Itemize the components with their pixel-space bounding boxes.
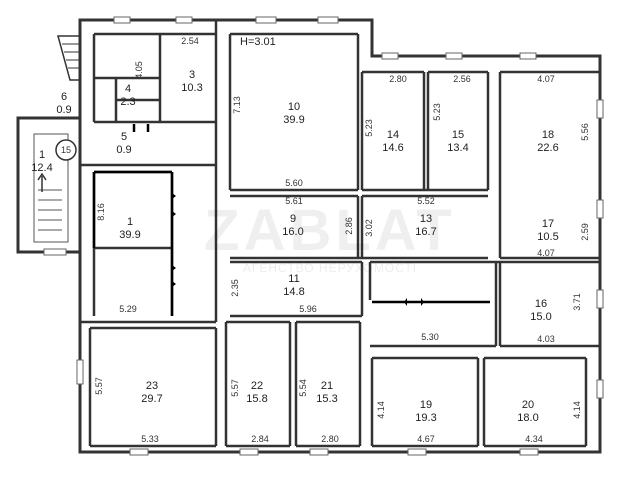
room-area-22: 15.8 [246, 393, 267, 405]
door-marks [172, 193, 424, 306]
room-number-10: 10 [288, 101, 300, 113]
dimension-label: 2.54 [181, 36, 199, 46]
room-number-21: 21 [321, 380, 333, 392]
dimension-label: 7.13 [232, 96, 242, 114]
dimension-label: 4.14 [572, 401, 582, 419]
room-number-15: 15 [452, 129, 464, 141]
dimension-label: 4.34 [525, 434, 543, 444]
room-area-3: 10.3 [181, 82, 202, 94]
dimension-label: 5.60 [285, 178, 303, 188]
room-number-1: 1 [39, 149, 45, 161]
room-area-5: 0.9 [116, 144, 131, 156]
room-number-23: 23 [146, 380, 158, 392]
dimension-label: 5.29 [119, 304, 137, 314]
stair-badge-icon [55, 139, 77, 161]
room-area-21: 15.3 [316, 393, 337, 405]
dimension-label: 4.03 [537, 334, 555, 344]
dimension-label: 5.30 [421, 332, 439, 342]
dimension-label: 4.05 [134, 61, 144, 79]
room-number-13: 13 [420, 213, 432, 225]
room-number-6: 6 [61, 91, 67, 103]
room-number-22: 22 [251, 380, 263, 392]
room-area-16: 15.0 [530, 311, 551, 323]
dimension-label: 5.23 [364, 119, 374, 137]
room-area-6: 0.9 [56, 104, 71, 116]
room-number-1: 1 [127, 216, 133, 228]
watermark-main: ZABLAT [204, 198, 456, 263]
room-area-17: 10.5 [537, 231, 558, 243]
room-number-9: 9 [290, 213, 296, 225]
room-area-9: 16.0 [282, 226, 303, 238]
dimension-label: 2.56 [453, 74, 471, 84]
dimension-label: 5.33 [141, 434, 159, 444]
room-labels: 139.9112.4310.342.350.960.9916.01039.911… [31, 69, 558, 424]
interior-walls [80, 20, 600, 448]
dimension-labels: 2.54 4.05 7.13 2.80 2.56 4.07 5.23 5.23 5.56 5.60… [94, 36, 590, 444]
dimension-label: 4.67 [417, 434, 435, 444]
room-number-20: 20 [522, 399, 534, 411]
dimension-label: 2.84 [251, 434, 269, 444]
room-number-11: 11 [288, 273, 299, 285]
room-number-3: 3 [189, 69, 195, 81]
room-number-5: 5 [121, 131, 127, 143]
room-number-14: 14 [387, 129, 399, 141]
dimension-label: 2.80 [389, 74, 407, 84]
room-number-4: 4 [125, 83, 131, 95]
dimension-label: 5.23 [432, 103, 442, 121]
watermark-sub: АГЕНСТВО НЕРУХОМОСТІ [243, 261, 417, 275]
room-number-19: 19 [420, 399, 432, 411]
room-number-18: 18 [542, 129, 554, 141]
room-area-14: 14.6 [382, 142, 403, 154]
outer-walls [78, 18, 602, 454]
room-area-4: 2.3 [120, 96, 135, 108]
room-area-15: 13.4 [447, 142, 468, 154]
stair-block [16, 116, 82, 254]
dimension-label: 2.59 [580, 223, 590, 241]
dimension-label: 5.56 [580, 123, 590, 141]
dimension-label: 4.07 [537, 248, 555, 258]
room-area-10: 39.9 [283, 114, 304, 126]
room-area-1: 12.4 [31, 162, 52, 174]
dimension-label: 5.61 [285, 196, 303, 206]
room-area-18: 22.6 [537, 142, 558, 154]
dimension-label: 5.96 [299, 304, 317, 314]
dimension-label: 5.57 [94, 377, 104, 395]
ceiling-height-label: H=3.01 [240, 36, 276, 48]
room-area-20: 18.0 [517, 412, 538, 424]
room-area-23: 29.7 [141, 393, 162, 405]
dimension-label: 3.02 [364, 219, 374, 237]
room-area-1: 39.9 [119, 229, 140, 241]
dimension-label: 2.80 [321, 434, 339, 444]
room-area-13: 16.7 [415, 226, 436, 238]
dimension-label: 5.57 [230, 379, 240, 397]
stair-badge-label: 15 [61, 145, 71, 155]
room-area-11: 14.8 [283, 286, 304, 298]
dimension-label: 2.35 [230, 279, 240, 297]
dimension-label: 4.14 [376, 401, 386, 419]
room-area-19: 19.3 [415, 412, 436, 424]
dimension-label: 4.07 [537, 74, 555, 84]
room-number-16: 16 [535, 298, 547, 310]
dimension-label: 2.86 [344, 217, 354, 235]
dimension-label: 8.16 [96, 203, 106, 221]
dimension-label: 5.52 [417, 196, 435, 206]
windows [43, 16, 604, 456]
entry-stairs [57, 35, 81, 81]
dimension-label: 3.71 [572, 293, 582, 311]
dimension-label: 5.54 [298, 379, 308, 397]
room-number-17: 17 [542, 218, 554, 230]
